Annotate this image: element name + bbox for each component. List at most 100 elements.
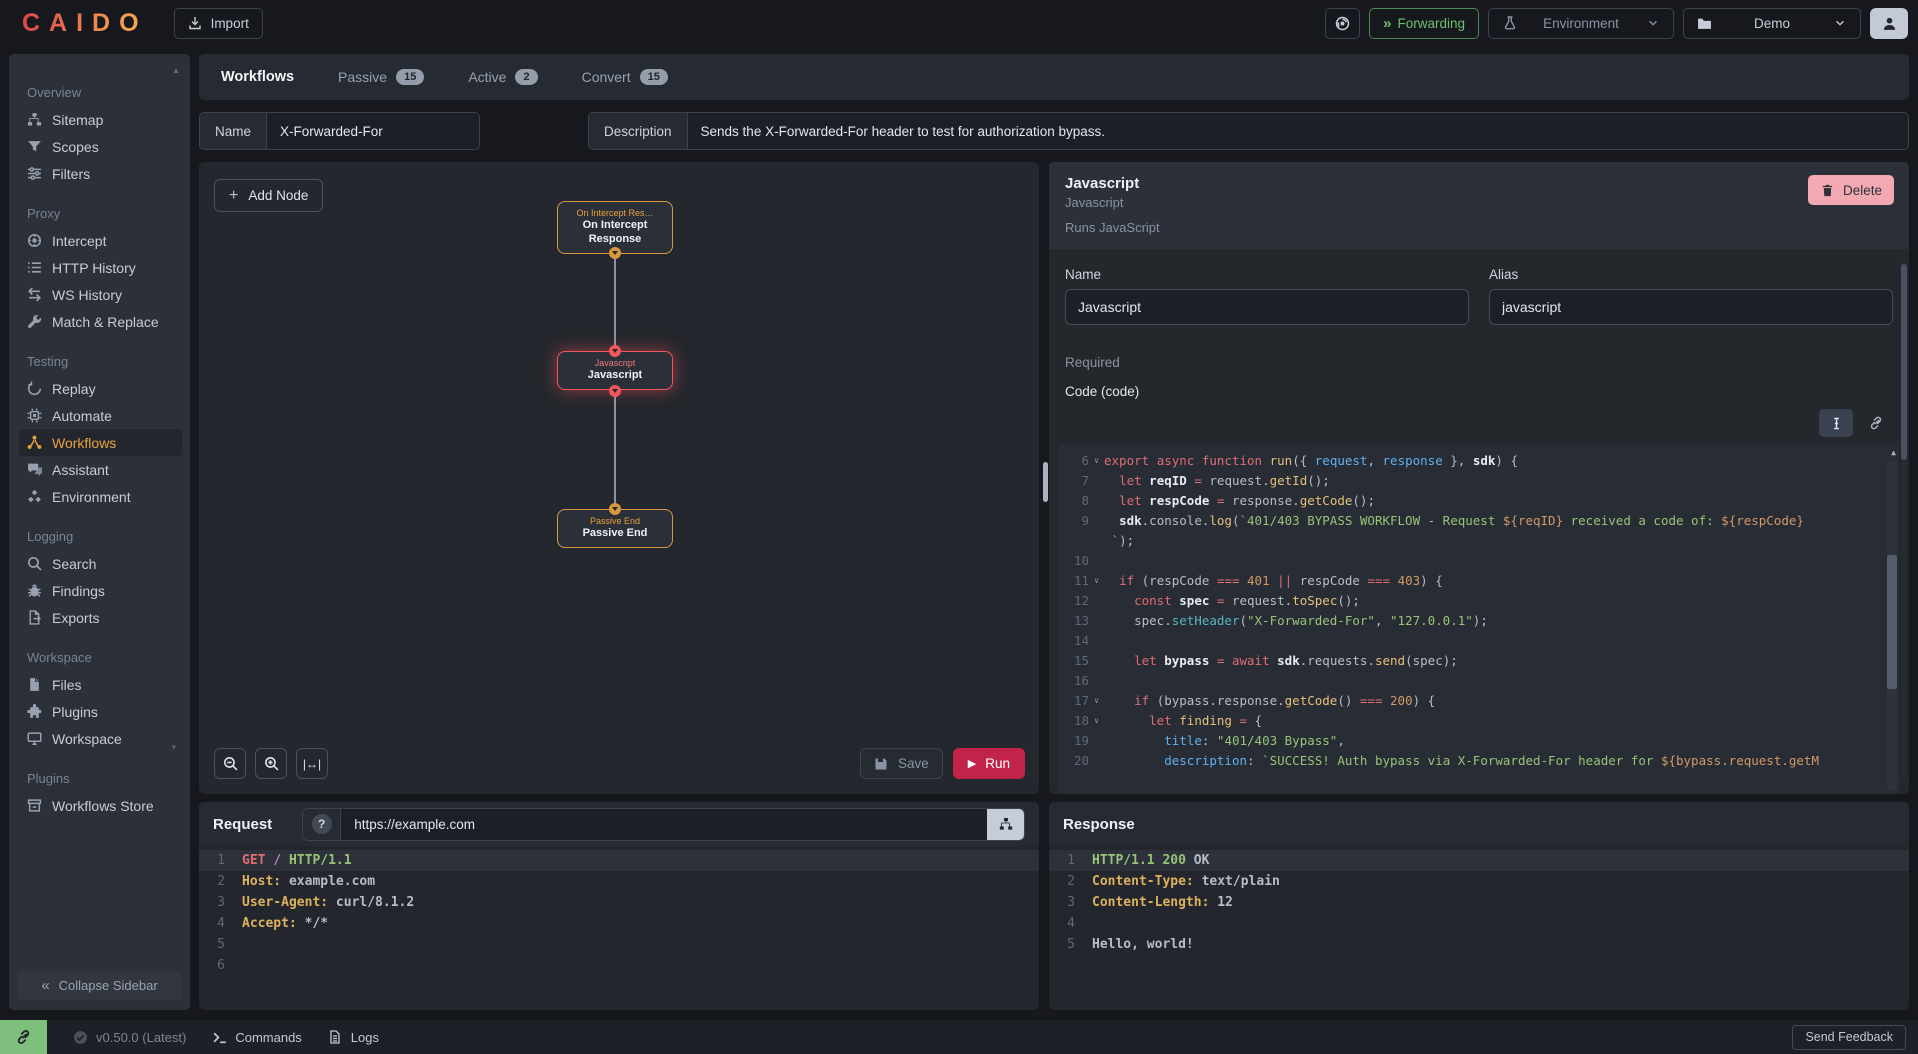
version-indicator[interactable]: v0.50.0 (Latest) — [73, 1030, 186, 1045]
version-label: v0.50.0 (Latest) — [96, 1029, 187, 1045]
zoom-out-button[interactable] — [214, 748, 246, 779]
sidebar-item-search[interactable]: Search — [19, 550, 182, 577]
environment-dropdown[interactable]: Environment — [1488, 7, 1674, 39]
response-header: Response — [1049, 802, 1909, 846]
inspector-scrollbar[interactable] — [1901, 260, 1907, 780]
collapse-sidebar-button[interactable]: « Collapse Sidebar — [17, 971, 182, 1000]
panel-resize-handle[interactable] — [1043, 462, 1048, 502]
code-line: 10 — [1073, 552, 1089, 568]
sidebar-item-assistant[interactable]: Assistant — [19, 456, 182, 483]
name-label: Name — [200, 113, 268, 149]
node-on-intercept-response[interactable]: On Intercept Res… On Intercept Response — [557, 201, 673, 254]
url-input[interactable] — [341, 808, 987, 840]
node-name: Javascript — [587, 369, 643, 381]
collapse-icon: « — [41, 977, 50, 994]
forwarding-button[interactable]: » Forwarding — [1369, 7, 1479, 39]
sidebar-scroll-down-icon[interactable]: ▾ — [171, 742, 176, 752]
sidebar-item-ws-history[interactable]: WS History — [19, 281, 182, 308]
scrollbar-thumb[interactable] — [1901, 264, 1907, 460]
sidebar-item-label: Scopes — [52, 138, 99, 155]
sidebar-item-label: Sitemap — [52, 111, 104, 128]
sidebar-item-intercept[interactable]: Intercept — [19, 227, 182, 254]
monitor-icon — [27, 731, 42, 746]
sidebar-item-findings[interactable]: Findings — [19, 577, 182, 604]
sidebar-item-workflows[interactable]: Workflows — [19, 429, 182, 456]
node-alias-input[interactable] — [1489, 289, 1893, 325]
fit-view-button[interactable]: |↔| — [296, 748, 328, 779]
user-button[interactable] — [1870, 7, 1908, 39]
workflow-name-input[interactable] — [267, 113, 479, 149]
link-button[interactable] — [1859, 409, 1893, 437]
link-icon — [1869, 416, 1884, 431]
main-content: Workflows Passive 15 Active 2 Convert 15… — [199, 54, 1909, 1010]
sidebar-scroll-up-icon[interactable]: ▲ — [172, 66, 180, 75]
sidebar-item-workflows-store[interactable]: Workflows Store — [19, 792, 182, 819]
code-line: 9 sdk.console.log(`401/403 BYPASS WORKFL… — [1081, 512, 1804, 528]
import-label: Import — [210, 15, 249, 31]
tab-label: Convert — [581, 69, 631, 85]
commands-label: Commands — [235, 1029, 302, 1045]
code-editor-scrollbar[interactable] — [1887, 461, 1897, 790]
commands-button[interactable]: Commands — [212, 1029, 302, 1045]
sidebar-item-scopes[interactable]: Scopes — [19, 133, 182, 160]
send-to-sitemap-button[interactable] — [987, 808, 1024, 840]
project-dropdown[interactable]: Demo — [1683, 7, 1861, 39]
node-output-port[interactable] — [609, 385, 621, 397]
workflow-canvas[interactable]: + Add Node On Intercept Res… On Intercep… — [199, 162, 1039, 794]
node-type: On Intercept Res… — [576, 208, 654, 218]
sidebar-item-exports[interactable]: Exports — [19, 604, 182, 631]
sidebar-item-http-history[interactable]: HTTP History — [19, 254, 182, 281]
delete-node-button[interactable]: Delete — [1807, 175, 1894, 205]
section-title: Workspace — [27, 650, 92, 665]
scrollbar-thumb[interactable] — [1887, 555, 1897, 689]
tab-workflows[interactable]: Workflows — [221, 69, 294, 85]
add-node-label: Add Node — [248, 188, 309, 203]
sidebar-item-sitemap[interactable]: Sitemap — [19, 106, 182, 133]
node-output-port[interactable] — [609, 247, 621, 259]
help-icon[interactable]: ? — [311, 814, 332, 834]
node-input-port[interactable] — [609, 503, 621, 515]
node-name-input[interactable] — [1065, 289, 1469, 325]
tab-label: Workflows — [221, 69, 295, 85]
connection-button[interactable] — [0, 1020, 47, 1054]
node-input-port[interactable] — [609, 345, 621, 357]
zoom-in-button[interactable] — [255, 748, 287, 779]
bug-icon — [27, 583, 42, 598]
tab-passive[interactable]: Passive 15 — [338, 69, 425, 85]
sidebar-section-testing: Testing Replay Automate Workflows Assist… — [19, 351, 182, 510]
url-bar: ? — [302, 807, 1025, 841]
save-button[interactable]: Save — [859, 748, 943, 779]
sidebar-item-plugins[interactable]: Plugins — [19, 698, 182, 725]
import-icon — [188, 16, 203, 31]
sidebar-item-filters[interactable]: Filters — [19, 160, 182, 187]
logs-button[interactable]: Logs — [328, 1030, 379, 1045]
sidebar-item-environment[interactable]: Environment — [19, 483, 182, 510]
sidebar-item-files[interactable]: Files — [19, 671, 182, 698]
workflow-description-text[interactable]: Sends the X-Forwarded-For header to test… — [687, 113, 1908, 149]
browser-button[interactable] — [1325, 7, 1361, 39]
code-line: `); — [1104, 532, 1135, 548]
code-editor[interactable]: ▲ 6∨export async function run({ request,… — [1059, 445, 1899, 794]
tab-active[interactable]: Active 2 — [468, 69, 538, 85]
tab-convert[interactable]: Convert 15 — [582, 69, 668, 85]
text-cursor-button[interactable] — [1819, 409, 1853, 437]
sidebar-item-workspace[interactable]: Workspace — [19, 725, 182, 752]
sidebar-item-label: Automate — [52, 407, 112, 424]
code-line: 19 title: "401/403 Bypass", — [1073, 732, 1345, 748]
add-node-button[interactable]: + Add Node — [214, 179, 324, 212]
import-button[interactable]: Import — [173, 7, 263, 39]
sidebar-item-match-replace[interactable]: Match & Replace — [19, 308, 182, 335]
run-button[interactable]: ▶ Run — [952, 748, 1025, 779]
inspector-description: Runs JavaScript — [1065, 220, 1160, 235]
section-title: Overview — [27, 85, 82, 100]
code-toolbar — [1065, 409, 1893, 437]
sidebar-item-replay[interactable]: Replay — [19, 375, 182, 402]
sidebar-item-automate[interactable]: Automate — [19, 402, 182, 429]
zoom-out-icon — [223, 756, 238, 771]
caido-logo[interactable]: CAIDO — [22, 8, 148, 37]
scroll-up-icon[interactable]: ▲ — [1891, 448, 1896, 457]
send-feedback-button[interactable]: Send Feedback — [1792, 1024, 1906, 1050]
